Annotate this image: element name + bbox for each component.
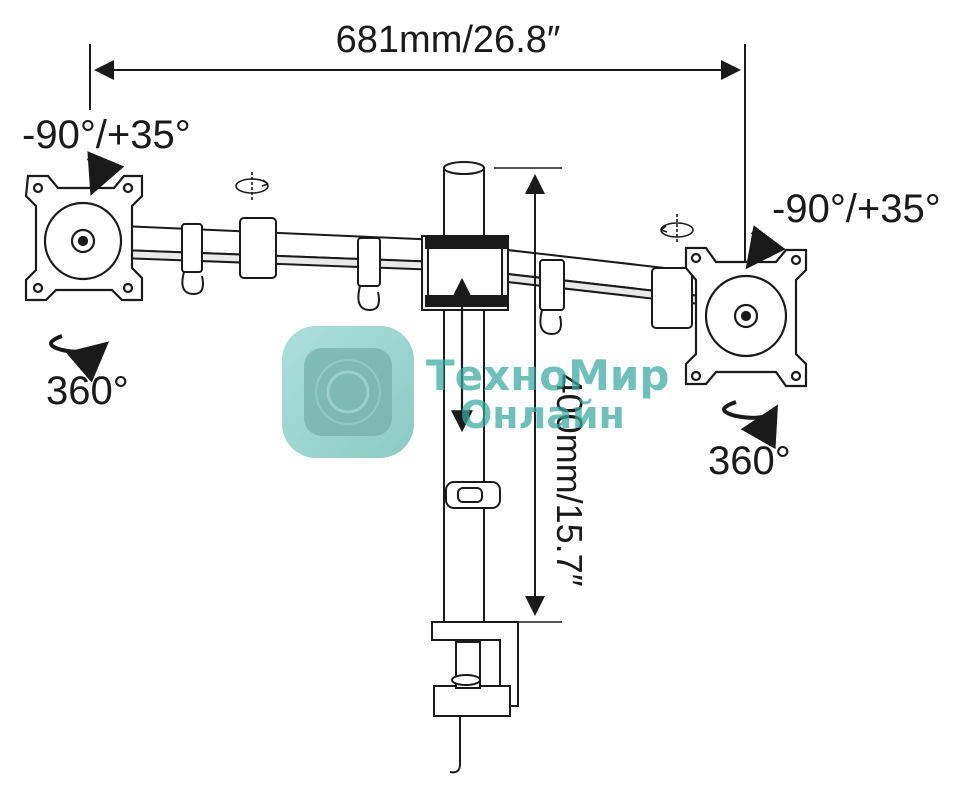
height-label: 400mm/15.7″ bbox=[549, 374, 590, 587]
swivel-icon bbox=[235, 172, 269, 200]
watermark: ТехноМир Онлайн bbox=[282, 326, 669, 458]
right-tilt-label: -90°/+35° bbox=[772, 187, 941, 231]
rotate-arrow-icon bbox=[49, 334, 110, 383]
tilt-arrow-icon bbox=[86, 151, 125, 196]
pole bbox=[421, 161, 519, 774]
left-vesa-plate bbox=[24, 174, 144, 302]
horizontal-arm bbox=[119, 217, 701, 336]
left-tilt-label: -90°/+35° bbox=[22, 113, 191, 157]
swivel-icon bbox=[660, 214, 694, 244]
width-dimension: 681mm/26.8″ bbox=[89, 19, 746, 270]
right-rotation-label: 360° bbox=[708, 439, 791, 483]
width-label: 681mm/26.8″ bbox=[336, 19, 561, 61]
rotate-arrow-icon bbox=[722, 400, 778, 450]
left-rotation-label: 360° bbox=[46, 369, 129, 413]
watermark-line2: Онлайн bbox=[460, 393, 625, 437]
watermark-line1: ТехноМир bbox=[426, 351, 669, 400]
tilt-arrow-icon bbox=[745, 225, 786, 270]
right-vesa-plate bbox=[684, 246, 808, 388]
height-dimension: 400mm/15.7″ bbox=[494, 167, 590, 623]
